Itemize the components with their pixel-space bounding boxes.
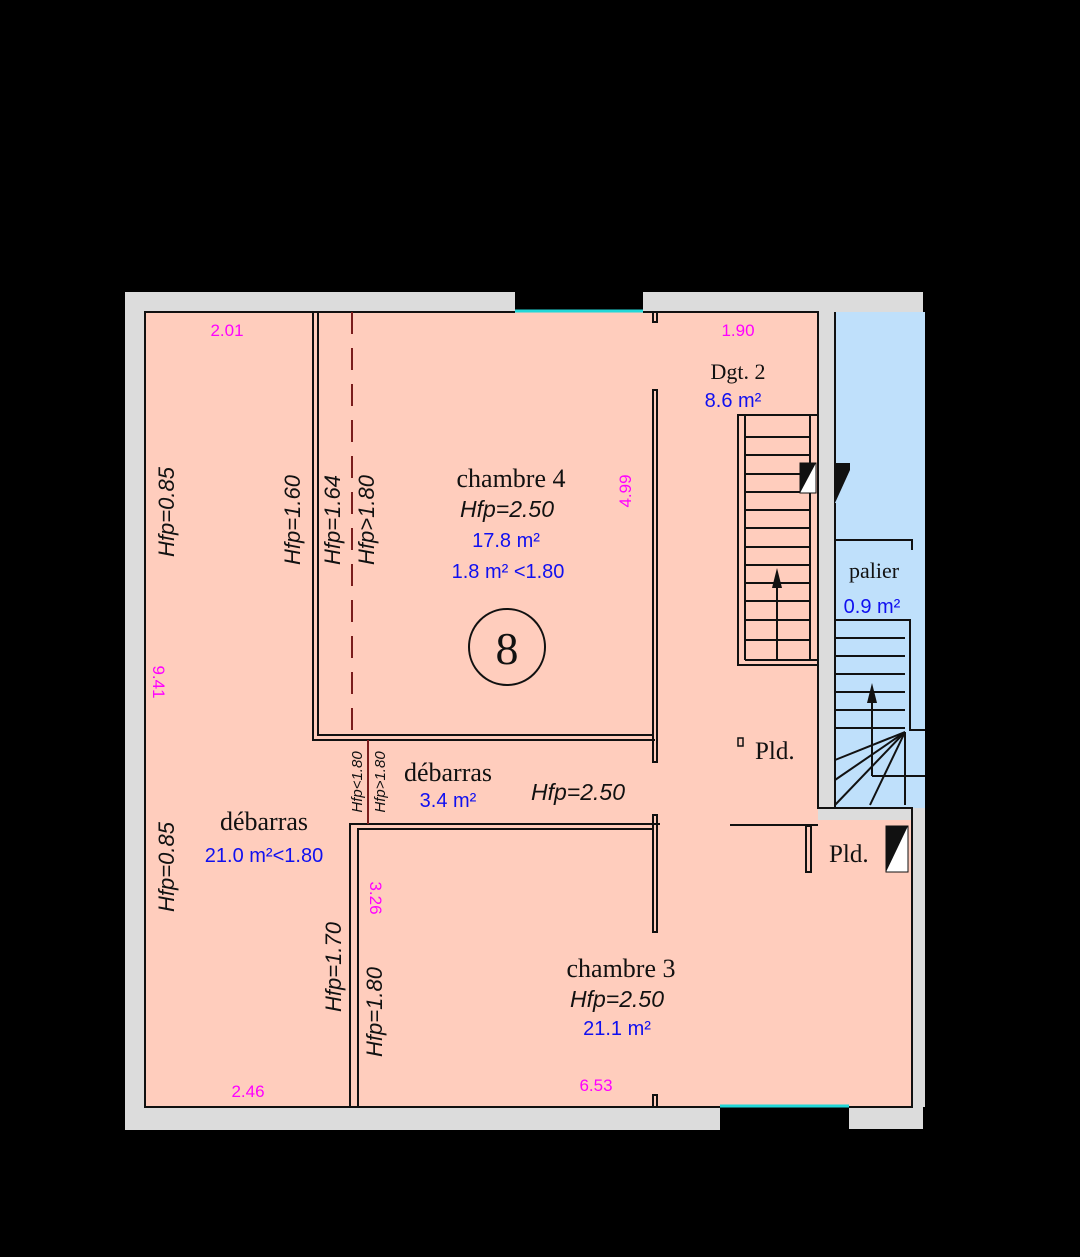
hfp-160: Hfp=1.60 — [280, 474, 305, 565]
level-number: 8 — [496, 623, 519, 674]
hfp-180-gt: Hfp>1.80 — [354, 474, 379, 565]
room-name-palier: palier — [849, 558, 900, 583]
level-badge — [468, 608, 546, 686]
room-name-chambre4: chambre 4 — [456, 464, 565, 493]
arrow-up-icon — [772, 568, 782, 588]
dimension-6-53: 6.53 — [579, 1076, 612, 1095]
hfp-left-bottom: Hfp=0.85 — [154, 821, 179, 912]
dimension-2-01: 2.01 — [210, 321, 243, 340]
hfp-170: Hfp=1.70 — [321, 921, 346, 1012]
exterior-walls — [125, 292, 925, 1130]
dimension-4-99: 4.99 — [616, 474, 635, 507]
dimension-2-46: 2.46 — [231, 1082, 264, 1101]
pld-label-1: Pld. — [755, 738, 795, 765]
column-marker — [737, 737, 744, 747]
room-area-debarras-small: 3.4 m² — [420, 790, 477, 812]
room-hfp-chambre4: Hfp=2.50 — [460, 496, 554, 522]
room-area-palier: 0.9 m² — [844, 596, 901, 618]
windows — [515, 309, 849, 1108]
room-name-debarras-small: débarras — [404, 758, 492, 787]
hfp-180: Hfp=1.80 — [362, 966, 387, 1057]
wall-lines — [144, 311, 913, 1108]
hfp-left-top: Hfp=0.85 — [154, 466, 179, 557]
floor-pink — [145, 312, 818, 1107]
dimension-1-90: 1.90 — [721, 321, 754, 340]
room-hfp-chambre3: Hfp=2.50 — [570, 986, 664, 1012]
dimension-9-41: 9.41 — [149, 665, 168, 698]
arrow-up-icon — [867, 683, 877, 703]
staircase-landing — [834, 539, 925, 806]
room-area-debarras-large: 21.0 m²<1.80 — [205, 845, 323, 867]
hallway-hfp: Hfp=2.50 — [531, 779, 625, 805]
staircase-up — [737, 414, 819, 666]
pld-label-2: Pld. — [829, 841, 869, 868]
room-area-low-chambre4: 1.8 m² <1.80 — [452, 561, 565, 583]
room-name-chambre3: chambre 3 — [566, 954, 675, 983]
room-area-chambre4: 17.8 m² — [472, 530, 540, 552]
hfp-164: Hfp=1.64 — [320, 475, 345, 565]
hfp-180-gt-small: Hfp>1.80 — [372, 751, 389, 813]
dimension-3-26: 3.26 — [366, 881, 385, 914]
room-name-debarras-large: débarras — [220, 807, 308, 836]
room-name-dgt2: Dgt. 2 — [711, 359, 766, 384]
door-symbol — [799, 462, 909, 873]
room-area-chambre3: 21.1 m² — [583, 1018, 651, 1040]
hfp-180-lt-small: Hfp<1.80 — [349, 751, 366, 813]
room-area-dgt2: 8.6 m² — [705, 390, 762, 412]
